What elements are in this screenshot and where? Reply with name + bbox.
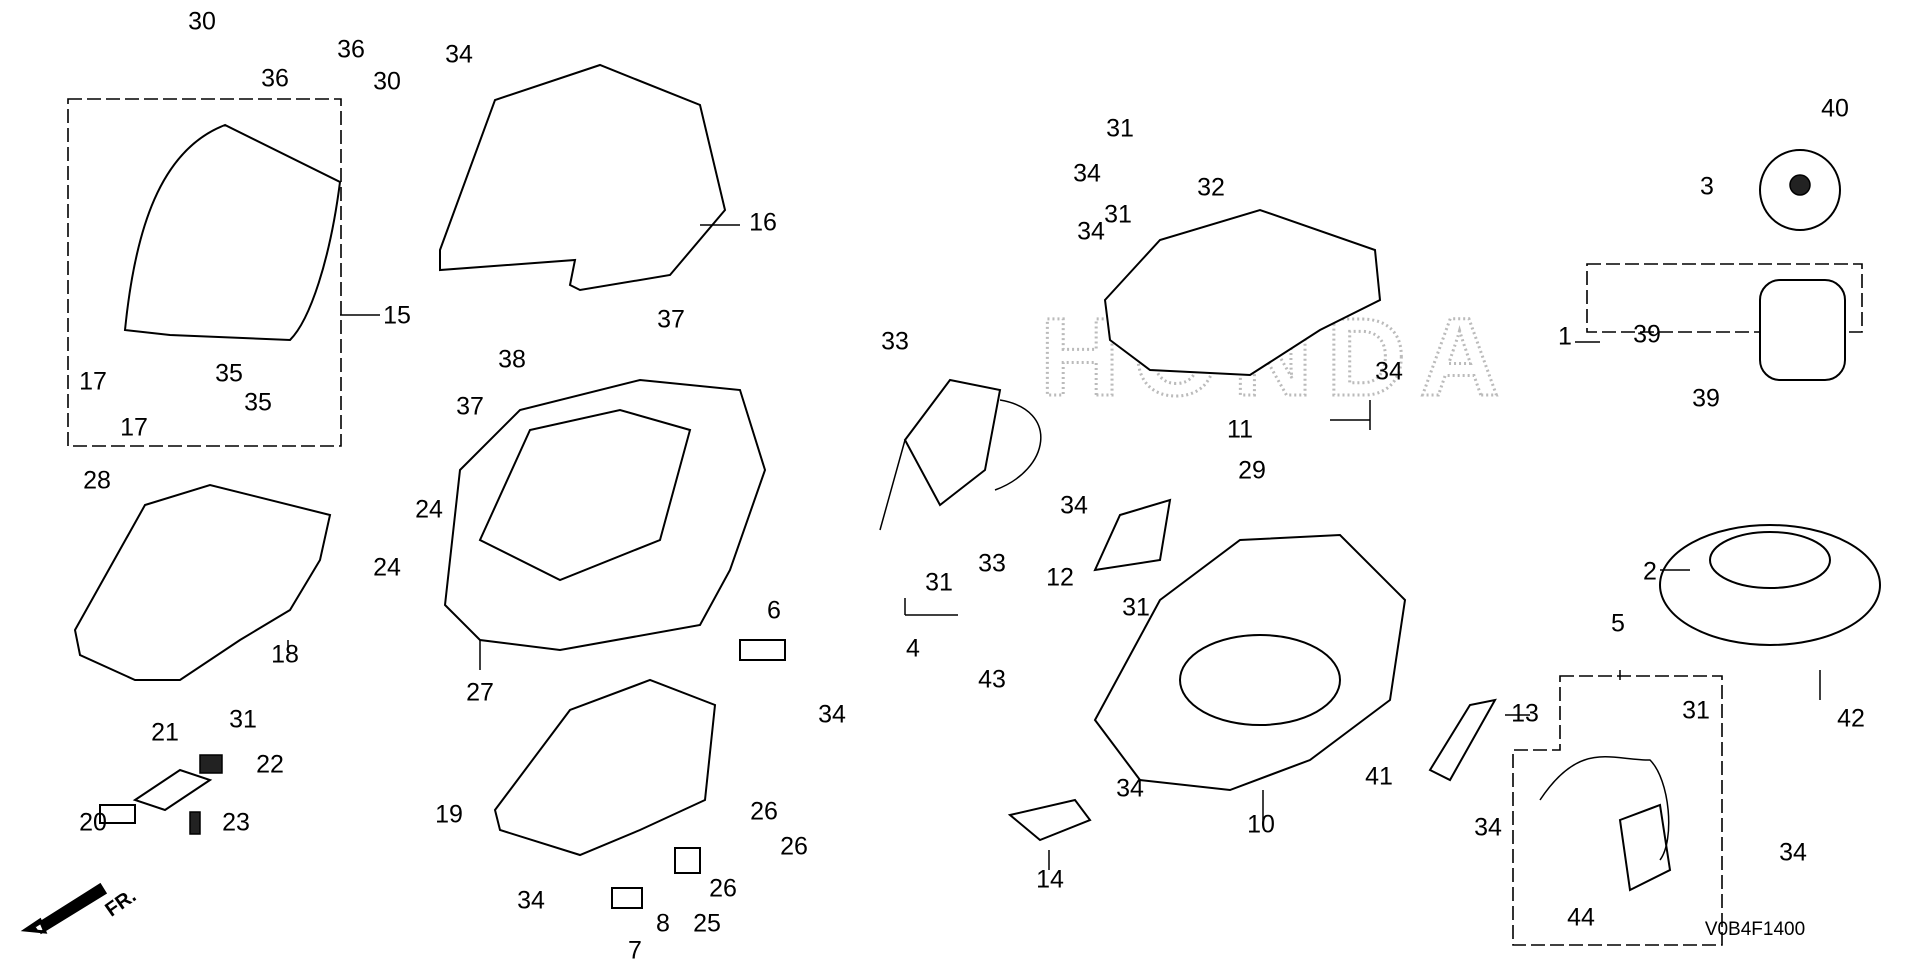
part-10-inner-ring [1179,634,1341,726]
callout-34: 34 [1474,813,1502,842]
group-box-15 [67,98,342,447]
callout-20: 20 [79,808,107,837]
callout-7: 7 [628,936,642,965]
callout-15: 15 [383,301,411,330]
leader-lines [287,224,1821,870]
callout-17: 17 [120,413,148,442]
callout-3: 3 [1700,172,1714,201]
front-arrow-icon [20,882,108,935]
part-16-rear-cover [439,63,727,292]
part-3-fan-hub [1789,174,1811,196]
callout-19: 19 [435,800,463,829]
callout-31: 31 [925,568,953,597]
callout-1: 1 [1558,322,1572,351]
callout-42: 42 [1837,704,1865,733]
callout-34: 34 [818,700,846,729]
callout-10: 10 [1247,810,1275,839]
part-18-base-frame [73,483,332,681]
callout-39: 39 [1633,320,1661,349]
callout-35: 35 [244,388,272,417]
callout-31: 31 [1682,696,1710,725]
callout-30: 30 [373,67,401,96]
callout-34: 34 [1779,838,1807,867]
group-box-1 [1586,263,1863,333]
callout-41: 41 [1365,762,1393,791]
part-15-top-cover [123,123,342,342]
callout-27: 27 [466,678,494,707]
part-7-block [611,887,643,909]
callout-31: 31 [1104,200,1132,229]
part-14-sensor [1007,798,1092,842]
callout-44: 44 [1567,903,1595,932]
part-23-spring [189,811,201,835]
part-12-small-cover [1093,498,1172,572]
callout-35: 35 [215,359,243,388]
callout-34: 34 [1077,217,1105,246]
callout-34: 34 [1116,774,1144,803]
callout-6: 6 [767,596,781,625]
part-2-inner [1709,531,1831,589]
callout-2: 2 [1643,557,1657,586]
callout-5: 5 [1611,609,1625,638]
callout-39: 39 [1692,384,1720,413]
callout-21: 21 [151,718,179,747]
part-21-lever [132,768,213,812]
callout-34: 34 [1073,159,1101,188]
callout-12: 12 [1046,563,1074,592]
callout-17: 17 [79,367,107,396]
callout-29: 29 [1238,456,1266,485]
callout-22: 22 [256,750,284,779]
callout-26: 26 [750,797,778,826]
diagram-code: V0B4F1400 [1704,919,1806,940]
part-6-bracket [739,639,786,661]
part-5-harness [1618,803,1672,892]
part-4-control-unit [903,378,1002,507]
callout-33: 33 [978,549,1006,578]
callout-34: 34 [1375,357,1403,386]
callout-16: 16 [749,208,777,237]
part-20-button [99,804,136,824]
part-4-cable [879,399,1042,531]
callout-37: 37 [657,305,685,334]
callout-4: 4 [906,634,920,663]
part-22-switch [199,754,223,774]
part-27-inner [478,408,692,582]
part-19-tray [493,678,717,857]
callout-18: 18 [271,640,299,669]
callout-24: 24 [415,495,443,524]
callout-36: 36 [337,35,365,64]
callout-13: 13 [1511,699,1539,728]
callout-28: 28 [83,466,111,495]
callout-26: 26 [709,874,737,903]
callout-24: 24 [373,553,401,582]
callout-25: 25 [693,909,721,938]
callout-43: 43 [978,665,1006,694]
callout-26: 26 [780,832,808,861]
callout-32: 32 [1197,173,1225,202]
callout-30: 30 [188,7,216,36]
callout-38: 38 [498,345,526,374]
callout-40: 40 [1821,94,1849,123]
part-13-plate [1428,698,1497,782]
group-box-5 [1512,675,1723,946]
callout-34: 34 [445,40,473,69]
callout-31: 31 [1122,593,1150,622]
part-25-latch [674,847,701,874]
callout-36: 36 [261,64,289,93]
callout-33: 33 [881,327,909,356]
callout-23: 23 [222,808,250,837]
callout-34: 34 [517,886,545,915]
callout-31: 31 [1106,114,1134,143]
callout-34: 34 [1060,491,1088,520]
callout-11: 11 [1227,415,1253,444]
callout-31: 31 [229,705,257,734]
callout-14: 14 [1036,865,1064,894]
part-11-base-plate [1103,208,1382,377]
callout-37: 37 [456,392,484,421]
part-1-motor [1759,279,1846,381]
callout-8: 8 [656,909,670,938]
part-5-cable [1539,756,1670,861]
